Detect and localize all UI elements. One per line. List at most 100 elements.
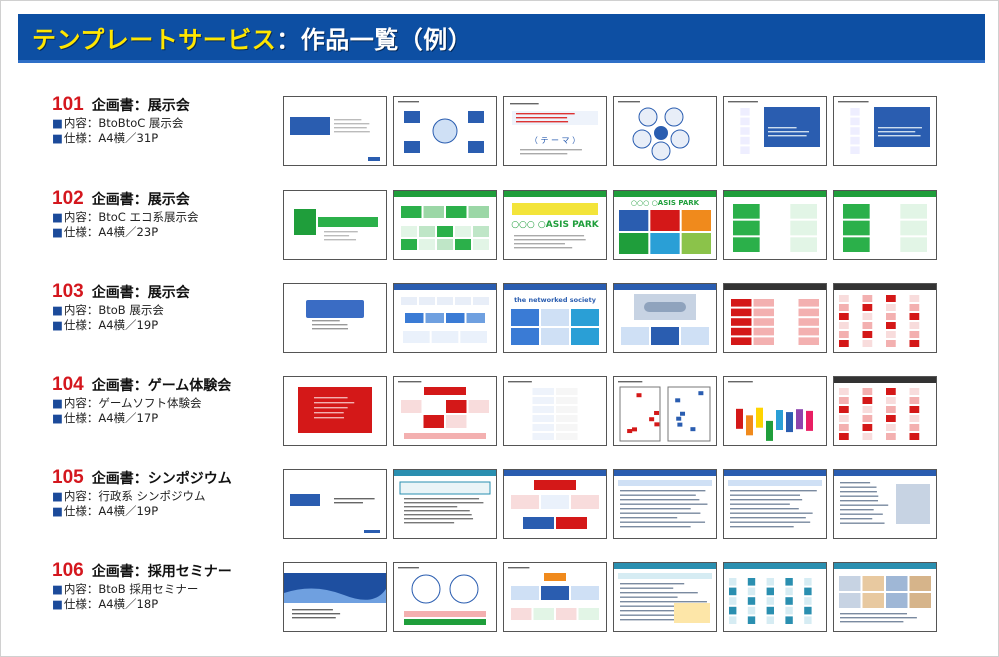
thumbnail-graphic: ○○○ ○ASIS PARK [504, 191, 606, 249]
slide-thumbnail[interactable] [283, 562, 387, 632]
slide-thumbnail[interactable] [833, 96, 937, 166]
work-title: 企画書：展示会 [91, 98, 190, 114]
work-title: 企画書：シンポジウム [91, 471, 232, 487]
thumbnail-graphic [834, 563, 936, 623]
slide-thumbnail[interactable] [613, 283, 717, 353]
thumbnail-graphic [728, 101, 820, 154]
thumbnail-graphic [724, 191, 826, 252]
bullet-square-icon: ■ [52, 116, 63, 130]
bullet-square-icon: ■ [52, 489, 63, 503]
slide-thumbnail[interactable] [723, 283, 827, 353]
work-row: 101 企画書：展示会 ■内容：BtoBtoC 展示会■仕様：A4横／31P （ テ … [0, 94, 999, 172]
thumbnail-graphic: ○○○ ○ASIS PARK [614, 191, 716, 254]
slide-thumbnail[interactable]: ○○○ ○ASIS PARK [613, 190, 717, 260]
work-spec-text: 仕様：A4横／23P [63, 225, 159, 239]
work-title: 企画書：採用セミナー [91, 564, 232, 580]
thumbnail-graphic [508, 567, 599, 620]
bullet-square-icon: ■ [52, 318, 63, 332]
work-spec: ■仕様：A4横／23P [52, 225, 277, 240]
work-spec: ■仕様：A4横／31P [52, 131, 277, 146]
slide-thumbnail[interactable] [833, 376, 937, 446]
slide-thumbnail[interactable] [393, 469, 497, 539]
slide-thumbnail[interactable] [283, 376, 387, 446]
work-content-text: 内容：BtoB 採用セミナー [63, 582, 199, 596]
slide-thumbnail[interactable] [393, 562, 497, 632]
svg-text:the networked society: the networked society [514, 296, 597, 304]
slide-thumbnail[interactable] [723, 96, 827, 166]
slide-thumbnail[interactable] [283, 283, 387, 353]
thumbnail-graphic: （ テ ー マ ） [510, 103, 598, 155]
page-title-rest: ：作品一覧（例） [276, 25, 473, 54]
thumbnail-graphic [294, 209, 378, 241]
slide-thumbnail[interactable] [503, 376, 607, 446]
slide-thumbnail[interactable] [613, 376, 717, 446]
work-number: 106 [52, 560, 84, 581]
work-spec-text: 仕様：A4横／19P [63, 504, 159, 518]
bullet-square-icon: ■ [52, 597, 63, 611]
bullet-square-icon: ■ [52, 504, 63, 518]
bullet-square-icon: ■ [52, 131, 63, 145]
work-number: 103 [52, 281, 84, 302]
slide-thumbnail[interactable]: （ テ ー マ ） [503, 96, 607, 166]
work-content: ■内容：BtoB 採用セミナー [52, 582, 277, 597]
work-spec: ■仕様：A4横／19P [52, 504, 277, 519]
work-spec-text: 仕様：A4横／19P [63, 318, 159, 332]
thumbnail-graphic: the networked society [504, 284, 606, 345]
thumbnail-graphic [306, 300, 364, 330]
slide-thumbnail[interactable] [503, 469, 607, 539]
slide-thumbnail[interactable] [833, 190, 937, 260]
slide-thumbnail[interactable] [393, 190, 497, 260]
slide-thumbnail[interactable] [283, 469, 387, 539]
slide-thumbnail[interactable] [613, 562, 717, 632]
slide-thumbnail[interactable] [833, 283, 937, 353]
slide-thumbnail[interactable] [833, 469, 937, 539]
slide-thumbnail[interactable] [393, 283, 497, 353]
work-spec: ■仕様：A4横／18P [52, 597, 277, 612]
slide-thumbnail[interactable] [393, 376, 497, 446]
thumbnail-graphic [394, 470, 496, 524]
thumbnail-strip: ○○○ ○ASIS PARK ○○○ ○ASIS PARK [283, 190, 943, 260]
slide-thumbnail[interactable] [723, 376, 827, 446]
work-content: ■内容：ゲームソフト体験会 [52, 396, 277, 411]
page-title-accent: テンプレートサービス [32, 25, 277, 54]
svg-text:○○○ ○ASIS PARK: ○○○ ○ASIS PARK [511, 220, 600, 230]
work-content-text: 内容：BtoBtoC 展示会 [63, 116, 184, 130]
thumbnail-graphic [394, 191, 496, 250]
work-number: 101 [52, 94, 84, 115]
bullet-square-icon: ■ [52, 396, 63, 410]
thumbnail-graphic [834, 191, 936, 252]
svg-text:○○○ ○ASIS PARK: ○○○ ○ASIS PARK [631, 199, 700, 207]
slide-thumbnail[interactable] [503, 562, 607, 632]
thumbnail-graphic [284, 573, 386, 619]
thumbnail-graphic [834, 377, 936, 440]
bullet-square-icon: ■ [52, 582, 63, 596]
bullet-square-icon: ■ [52, 303, 63, 317]
thumbnail-graphic [838, 101, 930, 154]
slide-thumbnail[interactable] [613, 96, 717, 166]
thumbnail-graphic [508, 381, 601, 440]
thumbnail-graphic [618, 101, 690, 161]
slide-thumbnail[interactable] [393, 96, 497, 166]
thumbnail-graphic [724, 563, 826, 624]
slide-thumbnail[interactable] [723, 562, 827, 632]
thumbnail-strip [283, 469, 943, 539]
slide-thumbnail[interactable] [613, 469, 717, 539]
slide-thumbnail[interactable] [723, 190, 827, 260]
work-number: 102 [52, 188, 84, 209]
work-spec-text: 仕様：A4横／18P [63, 597, 159, 611]
slide-thumbnail[interactable] [283, 190, 387, 260]
slide-thumbnail[interactable]: the networked society [503, 283, 607, 353]
slide-thumbnail[interactable] [723, 469, 827, 539]
work-title-line: 103 企画書：展示会 [52, 281, 277, 303]
work-number: 104 [52, 374, 84, 395]
work-title: 企画書：展示会 [91, 285, 190, 301]
slide-thumbnail[interactable]: ○○○ ○ASIS PARK [503, 190, 607, 260]
slide-thumbnail[interactable] [283, 96, 387, 166]
thumbnail-graphic [290, 117, 380, 161]
work-spec: ■仕様：A4横／17P [52, 411, 277, 426]
slide-thumbnail[interactable] [833, 562, 937, 632]
